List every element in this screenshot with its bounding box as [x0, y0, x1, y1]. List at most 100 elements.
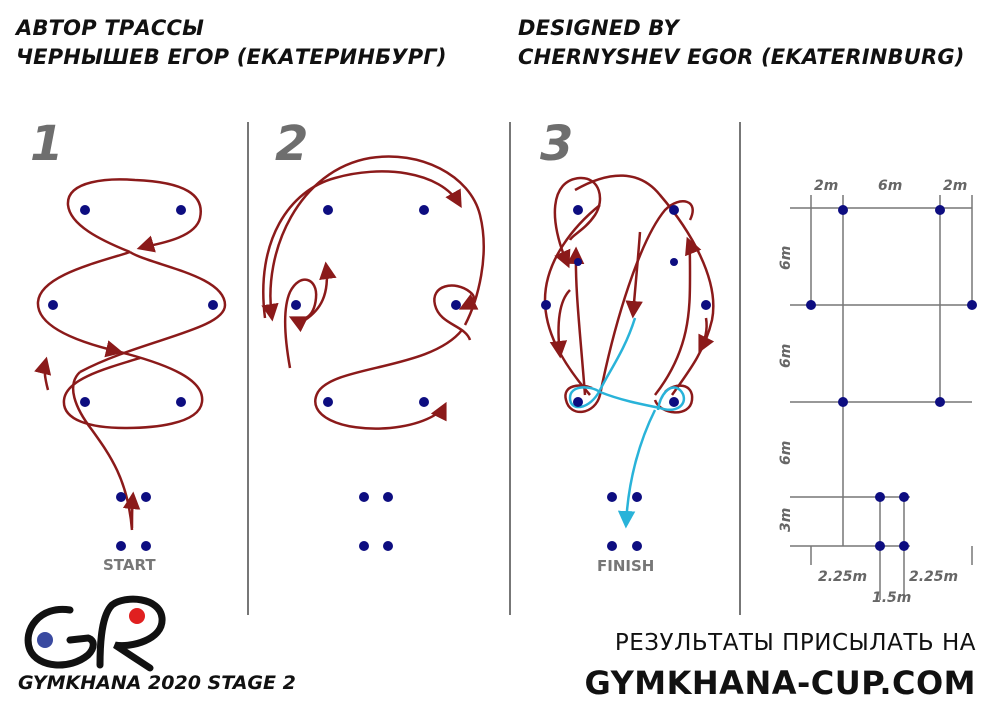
author-label-ru: АВТОР ТРАССЫ: [16, 16, 205, 40]
cone: [419, 397, 429, 407]
cone: [607, 541, 617, 551]
section-2-route: [261, 155, 485, 430]
route-3-inner-right: [654, 236, 702, 396]
dim-left-1: 6m: [778, 246, 794, 270]
cone: [291, 300, 301, 310]
section-number-2: 2: [275, 116, 308, 172]
route-2-right-loop: [433, 284, 479, 341]
cone: [875, 541, 885, 551]
author-name-ru: ЧЕРНЫШЕВ ЕГОР (ЕКАТЕРИНБУРГ): [16, 45, 447, 69]
header-russian: АВТОР ТРАССЫ ЧЕРНЫШЕВ ЕГОР (ЕКАТЕРИНБУРГ…: [16, 14, 447, 72]
route-3-outer-left: [543, 204, 601, 396]
route-3-left-lower: [549, 289, 571, 359]
route-1-upper-loop: [66, 178, 202, 254]
cone: [48, 300, 58, 310]
cone: [899, 492, 909, 502]
cone: [208, 300, 218, 310]
section-2-cones: [291, 205, 461, 551]
dim-left-2: 6m: [778, 344, 794, 368]
cone: [607, 492, 617, 502]
cone: [935, 205, 945, 215]
route-1-lower-cross: [79, 250, 227, 374]
route-2-inner-arc: [262, 170, 462, 319]
cone: [541, 300, 551, 310]
cone: [359, 492, 369, 502]
cone: [323, 205, 333, 215]
finish-route-exit: [617, 409, 657, 529]
results-note: РЕЗУЛЬТАТЫ ПРИСЫЛАТЬ НА: [614, 630, 976, 656]
route-2-left-return: [304, 261, 337, 322]
author-name-en: CHERNYSHEV EGOR (EKATERINBURG): [518, 45, 965, 69]
gymkhana-logo: [24, 595, 166, 672]
route-1-left-tail: [34, 356, 52, 391]
cone: [838, 205, 848, 215]
cone: [419, 205, 429, 215]
cone: [359, 541, 369, 551]
cone: [573, 397, 583, 407]
dim-bottom-mid: 1.5m: [872, 590, 911, 606]
route-2-left-loop: [283, 278, 318, 369]
section-1-cones: [48, 205, 218, 551]
cone: [838, 397, 848, 407]
finish-route-left-loop: [568, 386, 661, 410]
route-1-start-arrow: [122, 491, 141, 529]
cone: [935, 397, 945, 407]
cone: [383, 541, 393, 551]
section-number-1: 1: [30, 116, 63, 172]
cone: [574, 258, 582, 266]
dimension-scheme: [790, 195, 973, 600]
cone: [806, 300, 816, 310]
dim-left-3: 6m: [778, 441, 794, 465]
dim-bottom-left: 2.25m: [818, 569, 867, 585]
route-3-big-cross: [598, 200, 694, 396]
cone: [141, 541, 151, 551]
route-2-outer-arc: [261, 155, 485, 326]
dim-top-left: 2m: [814, 178, 838, 194]
dim-top-right: 2m: [943, 178, 967, 194]
finish-route-right-loop: [656, 386, 686, 411]
section-3-finish-route: [568, 317, 686, 529]
route-1-middle-loop: [36, 250, 131, 358]
dim-left-4: 3m: [778, 508, 794, 532]
header-english: DESIGNED BY CHERNYSHEV EGOR (EKATERINBUR…: [518, 14, 965, 72]
cone: [669, 205, 679, 215]
dimension-cones: [806, 205, 977, 551]
cone: [573, 205, 583, 215]
route-1-entry: [71, 371, 134, 531]
route-3-center: [625, 231, 643, 319]
cone: [632, 492, 642, 502]
cone: [141, 492, 151, 502]
cone: [323, 397, 333, 407]
author-label-en: DESIGNED BY: [518, 16, 679, 40]
cone: [451, 300, 461, 310]
route-3-top-loop-left: [553, 176, 602, 269]
finish-route-center: [598, 317, 637, 391]
section-1-route: [34, 178, 227, 531]
route-1-lower-loop: [62, 350, 204, 430]
dim-bottom-right: 2.25m: [909, 569, 958, 585]
route-3-right-lower: [698, 317, 715, 354]
cone: [176, 397, 186, 407]
finish-label: FINISH: [597, 557, 654, 575]
section-3-cones: [541, 205, 711, 551]
cone: [383, 492, 393, 502]
cone: [116, 492, 126, 502]
route-3-inner-left: [566, 246, 587, 396]
section-number-3: 3: [540, 116, 573, 172]
section-dividers: [247, 122, 741, 615]
cone: [967, 300, 977, 310]
cone: [669, 397, 679, 407]
section-3-route: [543, 174, 715, 414]
cone: [670, 258, 678, 266]
cone: [701, 300, 711, 310]
cone: [80, 205, 90, 215]
cone: [632, 541, 642, 551]
event-title: GYMKHANA 2020 STAGE 2: [18, 672, 296, 694]
cone: [899, 541, 909, 551]
route-2-bottom-loop: [314, 329, 463, 430]
cone: [80, 397, 90, 407]
route-3-bottom-left: [564, 384, 602, 414]
cone: [176, 205, 186, 215]
site-link[interactable]: GYMKHANA-CUP.COM: [584, 664, 976, 702]
